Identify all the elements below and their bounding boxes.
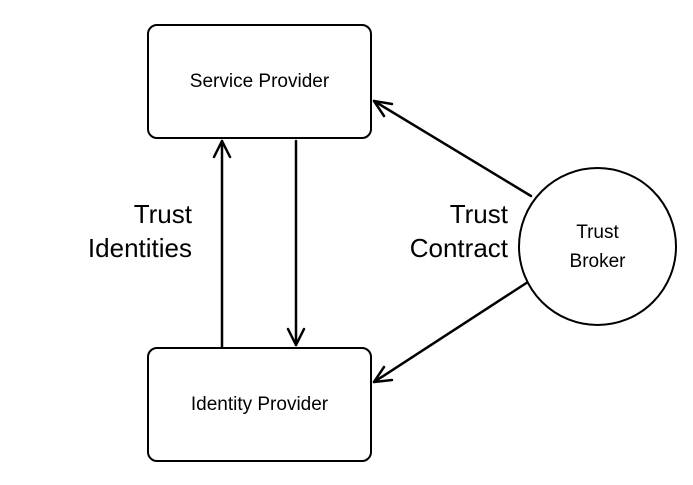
trust-identities-line-2: Identities: [87, 233, 192, 263]
trust-contract-line-2: Contract: [409, 233, 508, 263]
arrow-identity-to-service: [212, 139, 232, 349]
arrow-broker-to-identity: [372, 278, 533, 384]
trust-broker-label-line-2: Broker: [569, 250, 626, 272]
trust-broker-node: Trust Broker: [518, 167, 677, 326]
arrow-broker-to-service: [372, 99, 533, 198]
trust-identities-label: Trust Identities: [60, 197, 192, 265]
arrow-service-to-identity: [286, 139, 306, 347]
identity-provider-node: Identity Provider: [147, 347, 372, 462]
trust-contract-line-1: Trust: [449, 199, 508, 229]
service-provider-label: Service Provider: [189, 70, 330, 92]
identity-provider-label: Identity Provider: [190, 393, 329, 415]
trust-contract-label: Trust Contract: [370, 197, 508, 265]
trust-identities-line-1: Trust: [133, 199, 192, 229]
service-provider-node: Service Provider: [147, 24, 372, 139]
trust-broker-label-line-1: Trust: [576, 221, 619, 243]
